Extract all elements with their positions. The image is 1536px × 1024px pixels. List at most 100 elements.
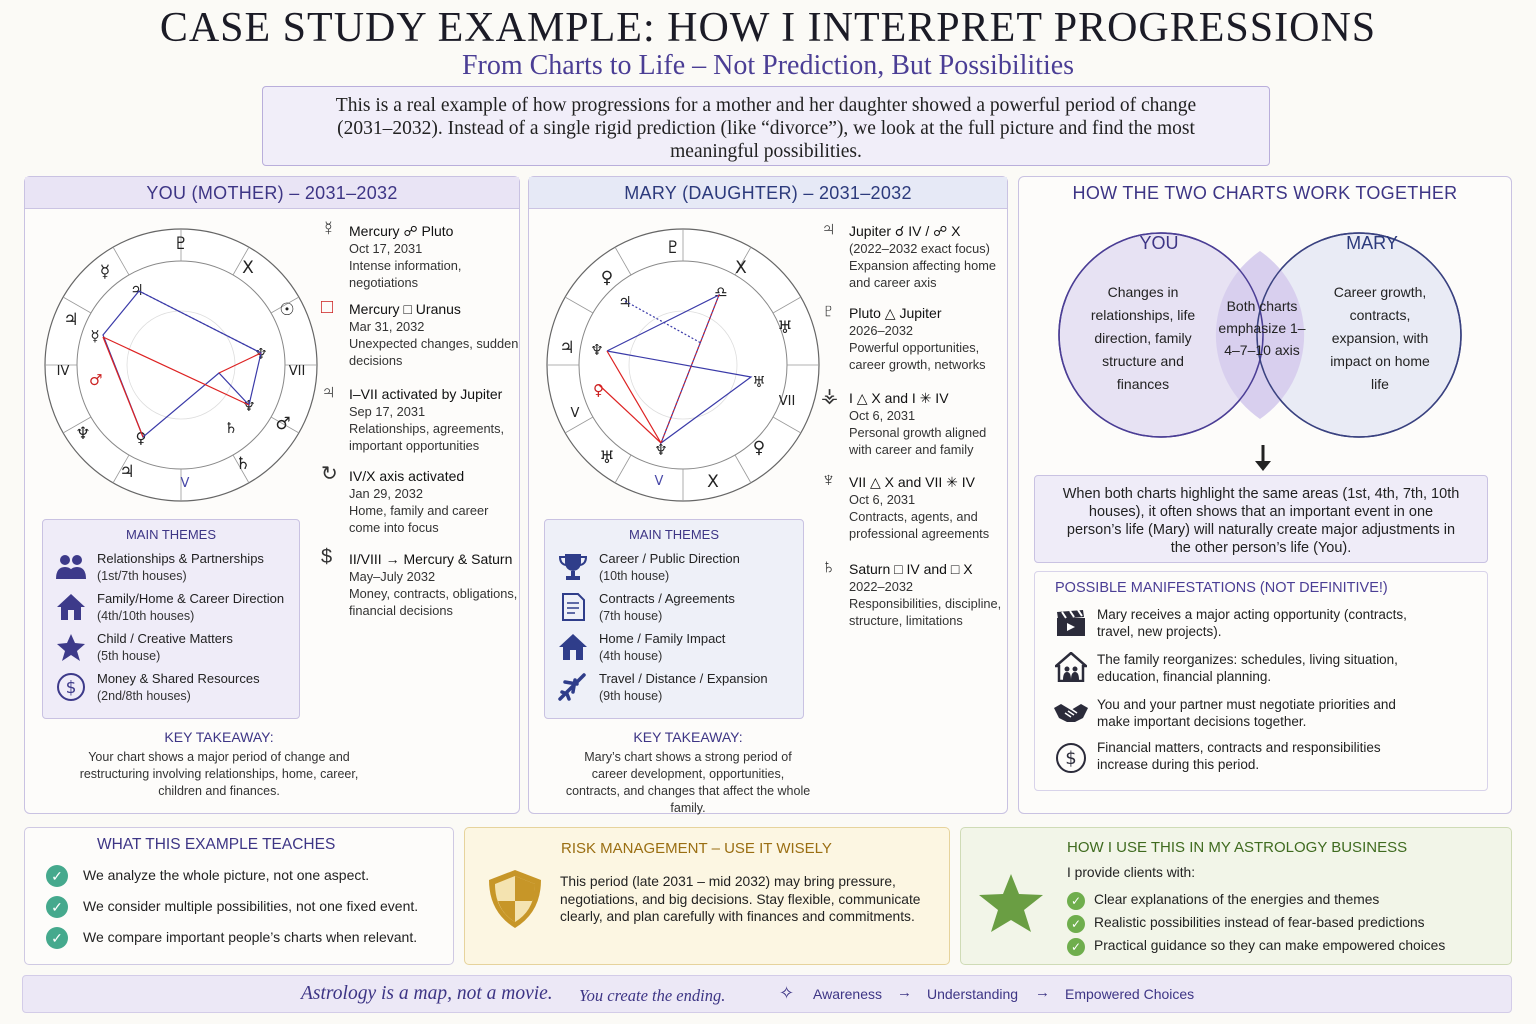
- daughter-heading: MARY (DAUGHTER) – 2031–2032: [529, 177, 1007, 209]
- aspect-desc: Expansion affecting home and career axis: [849, 258, 997, 290]
- key-takeaway-heading: KEY TAKEAWAY:: [164, 729, 274, 745]
- svg-text:♆: ♆: [654, 441, 667, 459]
- wheel-glyph: ♀: [753, 438, 765, 458]
- arrow-right-icon: →: [1035, 984, 1050, 1001]
- aspect-title: Pluto △ Jupiter: [849, 305, 942, 321]
- wheel-glyph: VII: [289, 364, 306, 379]
- page-title: CASE STUDY EXAMPLE: HOW I INTERPRET PROG…: [159, 5, 1377, 51]
- square-icon: □: [321, 296, 334, 318]
- risk-box: RISK MANAGEMENT – USE IT WISELY This per…: [464, 827, 950, 965]
- daughter-themes-box: MAIN THEMES Career / Public Direction(10…: [544, 519, 804, 719]
- cycle-icon: ↻: [321, 463, 338, 485]
- wheel-glyph: ♃: [119, 462, 134, 482]
- aspect-date: 2022–2032: [849, 579, 914, 594]
- svg-text:♎: ♎: [714, 283, 727, 301]
- check-icon: ✓: [46, 927, 68, 949]
- aspect-date: Oct 6, 2031: [849, 492, 916, 507]
- theme-label: Child / Creative Matters: [97, 631, 233, 646]
- vesta-icon: ⚶: [821, 385, 838, 407]
- mother-heading: YOU (MOTHER) – 2031–2032: [25, 177, 519, 209]
- dollar-icon: $: [1056, 743, 1086, 773]
- aspect-desc: Money, contracts, obligations, financial…: [349, 586, 518, 618]
- saturn-icon: ♄: [821, 556, 836, 578]
- themes-heading: MAIN THEMES: [125, 527, 217, 542]
- aspect-item: ♃Jupiter ☌ IV / ☍ X(2022–2032 exact focu…: [821, 219, 1007, 291]
- wheel-glyph: V: [181, 476, 190, 491]
- wheel-glyph: X: [735, 258, 747, 278]
- wheel-glyph: V: [655, 474, 664, 489]
- intro-box: This is a real example of how progressio…: [262, 86, 1270, 166]
- teaches-item: We consider multiple possibilities, not …: [83, 898, 419, 914]
- svg-text:$: $: [66, 678, 77, 698]
- together-summary: When both charts highlight the same area…: [1034, 475, 1488, 563]
- business-item: Practical guidance so they can make empo…: [1094, 938, 1446, 953]
- business-item: Clear explanations of the energies and t…: [1094, 892, 1380, 907]
- sparkle-icon: ✧: [779, 983, 795, 1003]
- mother-panel: YOU (MOTHER) – 2031–2032 ♇ X ☉ VII ♂ ♄ V…: [24, 176, 520, 814]
- svg-text:♆: ♆: [590, 341, 603, 359]
- aspect-title: II/VIII → Mercury & Saturn: [349, 551, 513, 567]
- svg-text:$: $: [1065, 748, 1076, 769]
- key-takeaway-text: Mary’s chart shows a strong period of ca…: [565, 750, 811, 815]
- trophy-icon: [558, 554, 588, 580]
- svg-text:♃: ♃: [130, 281, 143, 299]
- svg-text:☿: ☿: [90, 327, 99, 345]
- clapper-icon: [1057, 609, 1085, 636]
- together-heading: HOW THE TWO CHARTS WORK TOGETHER: [1072, 183, 1458, 203]
- jupiter-icon: ♃: [821, 218, 836, 240]
- aspect-desc: Powerful opportunities, career growth, n…: [849, 340, 986, 372]
- footer-bar: Astrology is a map, not a movie. You cre…: [22, 975, 1512, 1013]
- theme-label: Family/Home & Career Direction: [97, 591, 285, 606]
- wheel-glyph: VII: [779, 394, 796, 409]
- mother-chart-wheel: ♇ X ☉ VII ♂ ♄ V ♃ ♆ IV ♃ ☿ ♃☿♆ ♆♄♀ ♂: [44, 228, 318, 502]
- business-intro: I provide clients with:: [1067, 865, 1196, 880]
- wheel-glyph: X: [707, 472, 719, 492]
- mother-themes-box: MAIN THEMES Relationships & Partnerships…: [42, 519, 300, 719]
- manifestations-box: POSSIBLE MANIFESTATIONS (NOT DEFINITIVE!…: [1034, 571, 1488, 791]
- aspect-desc: Responsibilities, discipline, structure,…: [849, 596, 1002, 628]
- key-takeaway-heading: KEY TAKEAWAY:: [633, 729, 743, 745]
- aspect-title: Mercury □ Uranus: [349, 301, 461, 317]
- daughter-key-takeaway: KEY TAKEAWAY: Mary’s chart shows a stron…: [565, 729, 811, 817]
- themes-heading: MAIN THEMES: [628, 527, 720, 542]
- daughter-panel: MARY (DAUGHTER) – 2031–2032 ♇ X ♅ VII ♀ …: [528, 176, 1008, 817]
- dollar-icon: $: [321, 546, 333, 568]
- footer-step: Empowered Choices: [1065, 986, 1195, 1002]
- check-icon: ✓: [1067, 938, 1085, 956]
- pluto-icon: ♇: [821, 300, 836, 322]
- theme-label: Contracts / Agreements: [599, 591, 735, 606]
- svg-text:♀: ♀: [593, 381, 604, 399]
- footer-step: Awareness: [813, 986, 883, 1002]
- theme-label: Money & Shared Resources: [97, 671, 260, 686]
- wheel-glyph: ♂: [275, 414, 290, 434]
- wheel-glyph: ♆: [75, 424, 90, 444]
- wheel-glyph: ♇: [173, 234, 188, 254]
- neptune-icon: ♆: [821, 469, 836, 491]
- aspect-title: VII △ X and VII ✳ IV: [849, 474, 975, 490]
- venn-right-text: Career growth, contracts, expansion, wit…: [1330, 284, 1430, 392]
- mother-key-takeaway: KEY TAKEAWAY: Your chart shows a major p…: [71, 729, 367, 800]
- family-home-icon: [1055, 652, 1087, 682]
- aspect-desc: Personal growth aligned with career and …: [849, 425, 987, 457]
- handshake-icon: [1054, 704, 1088, 722]
- aspect-date: 2026–2032: [849, 323, 914, 338]
- shield-icon: [489, 870, 541, 928]
- aspect-date: Sep 17, 2031: [349, 404, 426, 419]
- business-item: Realistic possibilities instead of fear-…: [1094, 915, 1425, 930]
- venn-left-title: YOU: [1139, 233, 1179, 253]
- document-icon: [562, 593, 585, 621]
- teaches-item: We compare important people’s charts whe…: [83, 929, 418, 945]
- venn-diagram: [1058, 232, 1462, 438]
- manifestation-item: Financial matters, contracts and respons…: [1097, 740, 1381, 772]
- aspect-date: May–July 2032: [349, 569, 436, 584]
- aspect-desc: Intense information, negotiations: [349, 258, 462, 290]
- wheel-glyph: ♅: [777, 318, 792, 338]
- business-heading: HOW I USE THIS IN MY ASTROLOGY BUSINESS: [1067, 839, 1408, 856]
- theme-sub: (4th/10th houses): [97, 609, 195, 623]
- teaches-box: WHAT THIS EXAMPLE TEACHES ✓ We analyze t…: [24, 827, 454, 965]
- aspect-title: IV/X axis activated: [349, 468, 465, 484]
- aspect-desc: Contracts, agents, and professional agre…: [849, 509, 990, 541]
